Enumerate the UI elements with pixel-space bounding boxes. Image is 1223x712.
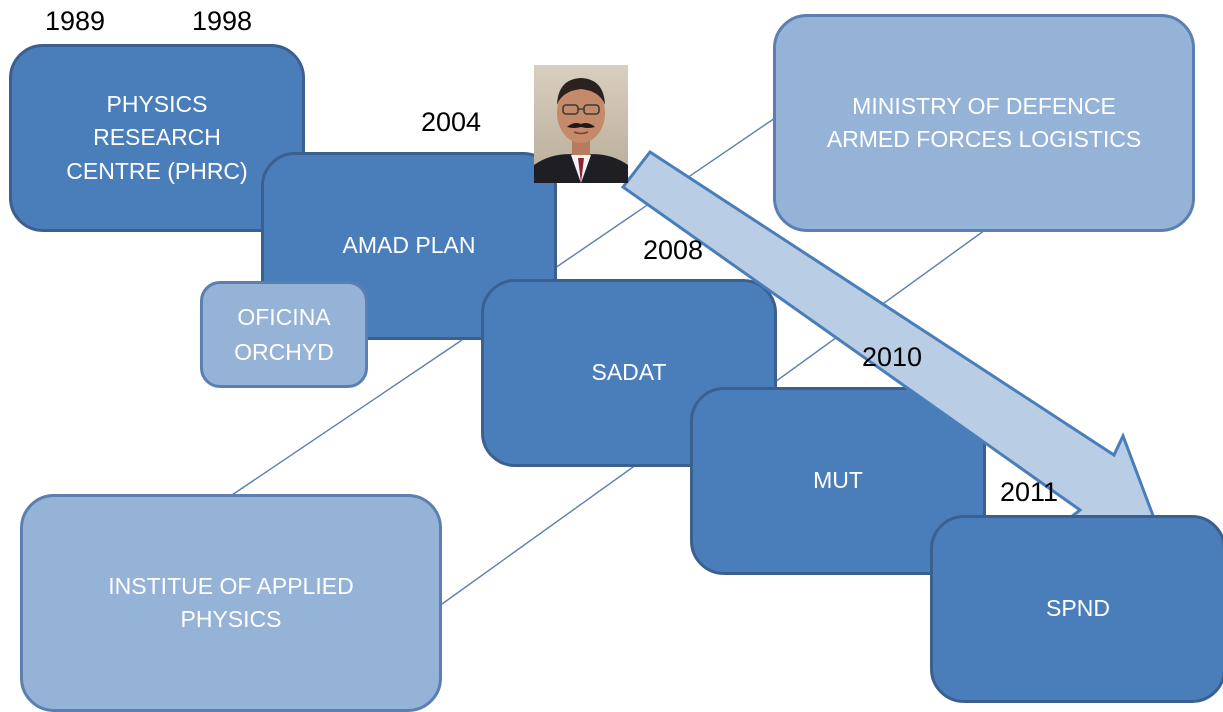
amad-plan-label: AMAD PLAN <box>342 232 476 259</box>
phrc-box: PHYSICS RESEARCH CENTRE (PHRC) <box>9 44 305 232</box>
oficina-orchyd-box: OFICINA ORCHYD <box>200 281 368 388</box>
spnd-box: SPND <box>930 515 1223 703</box>
connector-institute-sadat <box>441 461 641 605</box>
year-1989: 1989 <box>45 6 106 36</box>
mut-label: MUT <box>813 467 863 494</box>
spnd-label: SPND <box>1046 595 1110 622</box>
institute-line-1: INSTITUE OF APPLIED <box>108 572 354 599</box>
sadat-label: SADAT <box>591 359 667 386</box>
year-2008: 2008 <box>643 235 704 265</box>
year-2004: 2004 <box>421 107 482 137</box>
phrc-line-3: CENTRE (PHRC) <box>66 157 248 184</box>
year-2011: 2011 <box>1000 477 1059 507</box>
phrc-line-1: PHYSICS <box>106 90 208 117</box>
year-1998: 1998 <box>192 6 253 36</box>
oficina-line-1: OFICINA <box>237 304 331 330</box>
phrc-line-2: RESEARCH <box>93 124 221 151</box>
ministry-box: MINISTRY OF DEFENCE ARMED FORCES LOGISTI… <box>773 14 1195 232</box>
year-2010: 2010 <box>862 342 923 372</box>
portrait-photo <box>534 65 628 183</box>
institute-line-2: PHYSICS <box>180 606 282 632</box>
ministry-line-1: MINISTRY OF DEFENCE <box>852 92 1116 119</box>
ministry-line-2: ARMED FORCES LOGISTICS <box>826 126 1142 152</box>
oficina-line-2: ORCHYD <box>234 338 334 365</box>
institute-box: INSTITUE OF APPLIED PHYSICS <box>20 494 442 712</box>
